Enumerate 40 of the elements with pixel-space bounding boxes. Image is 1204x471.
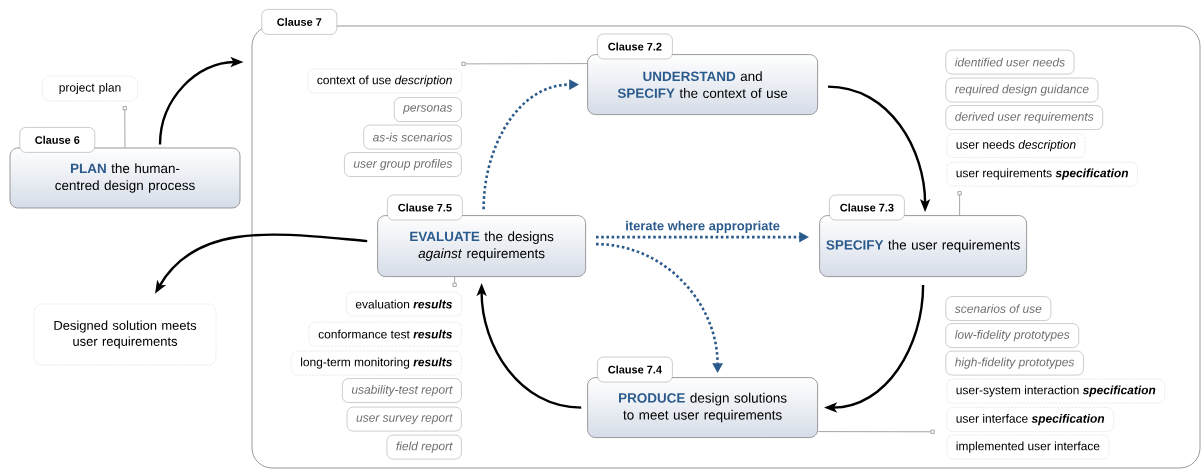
output-tag: high-fidelity prototypes (945, 350, 1084, 376)
output-tag: identified user needs (945, 49, 1075, 75)
clause-tab: Clause 7.2 (597, 33, 673, 60)
edge-label: iterate where appropriate (624, 219, 781, 234)
leader-line (957, 191, 962, 216)
output-tag: field report (386, 434, 462, 460)
output-tag: user-system interaction specification (946, 378, 1165, 404)
output-tag: user interface specification (946, 407, 1114, 432)
output-tag: low-fidelity prototypes (945, 323, 1079, 348)
output-tag: usability-test report (342, 378, 462, 403)
process-box: UNDERSTAND and SPECIFY the context of use (587, 54, 818, 115)
output-tag: context of use description (307, 68, 462, 94)
clause-tab: Clause 6 (19, 127, 95, 153)
process-box: PLAN the human-centred design process (9, 147, 241, 209)
process-box: SPECIFY the user requirements (819, 215, 1027, 277)
output-tag: implemented user interface (946, 434, 1110, 460)
leader-line (452, 276, 457, 287)
leader-line (461, 61, 588, 66)
output-tag: long-term monitoring results (291, 350, 462, 376)
output-tag: user requirements specification (946, 161, 1138, 187)
clause-tab: Clause 7.5 (387, 194, 463, 221)
output-tag: user needs description (946, 133, 1086, 158)
output-tag: scenarios of use (945, 296, 1052, 321)
leader-line (122, 106, 127, 148)
output-tag: user group profiles (344, 152, 462, 177)
output-tag: conformance test results (309, 321, 462, 347)
output-tag: as-is scenarios (363, 124, 462, 150)
clause-tab: Clause 7 (261, 9, 337, 35)
output-tag: personas (394, 97, 462, 122)
process-box: PRODUCE design solutions to meet user requirements (587, 377, 818, 438)
leader-line (817, 429, 935, 434)
output-tag: derived user requirements (945, 105, 1103, 130)
process-box: EVALUATE the designs against requirements (377, 215, 586, 277)
output-tag: evaluation results (346, 291, 462, 317)
output-tag: required design guidance (945, 77, 1099, 103)
output-tag: user survey report (346, 406, 462, 432)
note-box: project plan (42, 75, 138, 102)
clause-tab: Clause 7.4 (597, 356, 673, 383)
clause-tab: Clause 7.3 (829, 194, 905, 221)
note-box: Designed solution meets user requirements (33, 303, 217, 366)
